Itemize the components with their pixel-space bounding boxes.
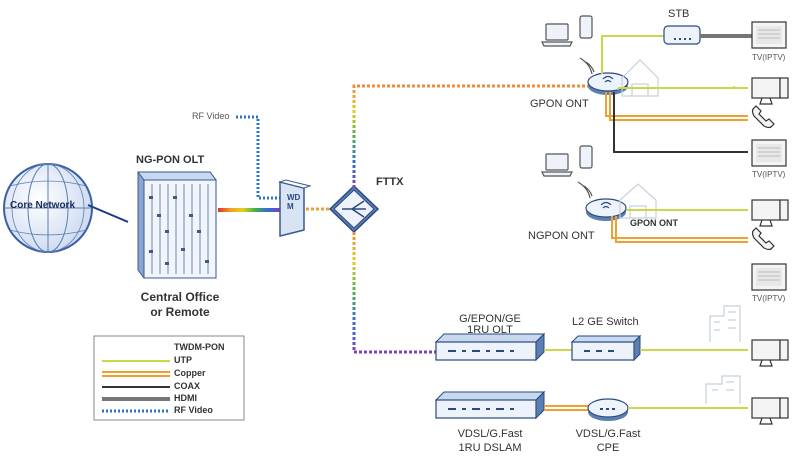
laptop-icon-2 xyxy=(541,153,573,177)
telephone-icon-1 xyxy=(751,105,775,129)
pc-icon-2 xyxy=(751,199,789,227)
rf-video-label: RF Video xyxy=(192,111,230,121)
phone-icon-1 xyxy=(579,15,593,39)
dslam-label-2: 1RU DSLAM xyxy=(458,442,522,454)
ngpon-ont-label: NGPON ONT xyxy=(528,230,595,242)
coax-link-tv-2 xyxy=(613,92,748,153)
copper-link-phone-1b xyxy=(609,92,748,121)
l2-switch-icon xyxy=(570,334,642,362)
core-network-globe-icon xyxy=(3,163,129,253)
telephone-icon-2 xyxy=(751,227,775,251)
twdm-pon-link-1ru-olt xyxy=(352,232,436,354)
cpe-icon xyxy=(587,398,629,421)
tv-icon-2 xyxy=(751,139,787,167)
twdm-pon-link-olt-wdm xyxy=(218,208,280,212)
twdm-pon-link-gpon-ont xyxy=(352,84,594,188)
pc-icon-4 xyxy=(751,397,789,425)
laptop-icon-1 xyxy=(541,23,573,47)
tv-iptv-label-2: TV(IPTV) xyxy=(752,170,786,179)
legend-label-coax: COAX xyxy=(174,381,201,391)
tv-iptv-label-3: TV(IPTV) xyxy=(752,294,786,303)
utp-link-stb xyxy=(601,35,664,74)
stb-icon xyxy=(663,25,701,45)
central-office-label-1: Central Office xyxy=(140,290,220,304)
gpon-ont-label-2: GPON ONT xyxy=(630,218,679,228)
legend-label-utp: UTP xyxy=(174,355,192,365)
building-icon-2 xyxy=(705,375,741,404)
legend-box xyxy=(93,335,245,421)
core-network-label: Core Network xyxy=(10,200,76,211)
pc-icon-1 xyxy=(751,77,789,105)
copper-link-phone-2 xyxy=(611,216,748,239)
legend-label-copper: Copper xyxy=(174,368,206,378)
cpe-label-1: VDSL/G.Fast xyxy=(575,428,641,440)
copper-link-phone-1 xyxy=(605,92,748,117)
legend-label-hdmi: HDMI xyxy=(174,393,197,403)
olt-1ru-label-1: G/EPON/GE xyxy=(459,313,521,325)
wdm-label: WDM xyxy=(287,193,301,211)
legend-label-twdm: TWDM-PON xyxy=(174,342,225,352)
central-office-label-2: or Remote xyxy=(150,305,210,319)
house-icon-1 xyxy=(621,59,659,97)
tv-icon-3 xyxy=(751,263,787,291)
wireless-icon-1 xyxy=(579,57,595,75)
building-icon-1 xyxy=(709,305,741,342)
phone-icon-2 xyxy=(579,145,593,169)
olt-1ru-label-2: 1RU OLT xyxy=(467,324,513,336)
fttx-label: FTTX xyxy=(376,176,404,188)
fttx-splitter-icon xyxy=(328,184,380,234)
dslam-1ru-icon xyxy=(434,390,546,420)
cpe-label-2: CPE xyxy=(596,442,620,454)
dslam-label-1: VDSL/G.Fast xyxy=(457,428,523,440)
copper-link-phone-2b xyxy=(615,216,748,243)
pc-icon-3 xyxy=(751,339,789,367)
wireless-icon-2 xyxy=(577,181,593,199)
gpon-ont-icon-1 xyxy=(587,72,629,95)
olt-1ru-icon xyxy=(434,332,546,362)
ngpon-olt-label: NG-PON OLT xyxy=(136,154,205,166)
wdm-coupler-icon xyxy=(278,179,312,237)
tv-icon-1 xyxy=(751,21,787,49)
gpon-ont-label-1: GPON ONT xyxy=(530,98,589,110)
legend-label-rf-video: RF Video xyxy=(174,405,213,415)
ngpon-olt-chassis-icon xyxy=(137,171,217,279)
rf-video-link xyxy=(236,115,282,200)
l2-switch-label: L2 GE Switch xyxy=(572,316,639,328)
stb-label: STB xyxy=(668,8,690,20)
tv-iptv-label-1: TV(IPTV) xyxy=(752,53,786,62)
